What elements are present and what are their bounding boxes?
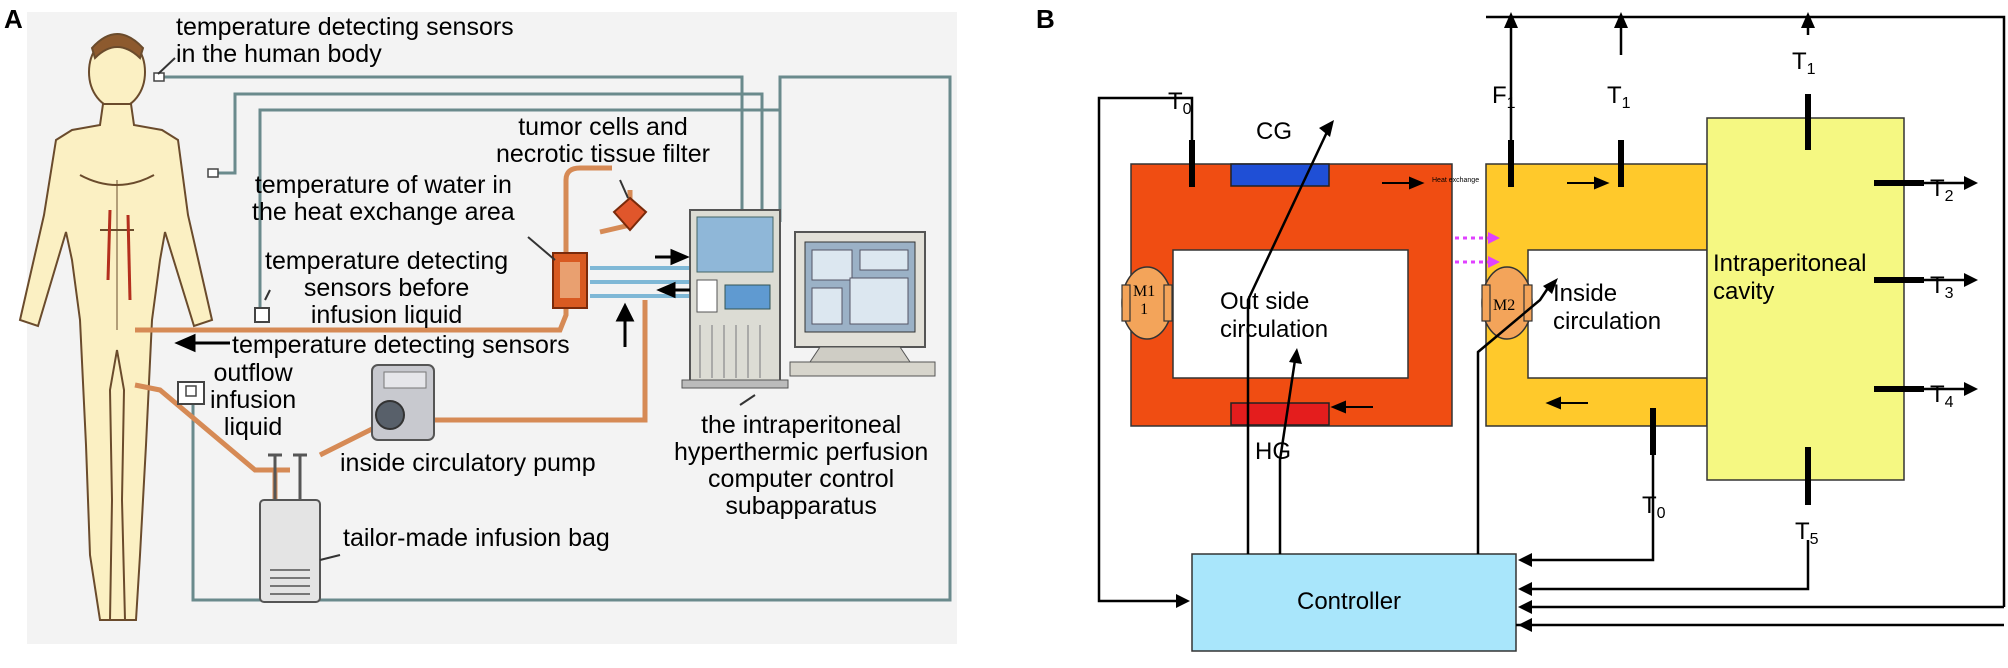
- label-sensors-body: temperature detecting sensors in the hum…: [176, 13, 514, 68]
- node-t5: T5: [1795, 518, 1819, 548]
- node-t1-mid: T1: [1607, 82, 1631, 112]
- cavity-label: Intraperitoneal cavity: [1713, 250, 1867, 305]
- label-tumor-filter: tumor cells and necrotic tissue filter: [496, 113, 710, 168]
- label-pump: inside circulatory pump: [340, 449, 596, 477]
- hg-label: HG: [1255, 438, 1291, 465]
- label-computer: the intraperitoneal hyperthermic perfusi…: [674, 411, 929, 520]
- cg-block: [1230, 163, 1330, 187]
- infusion-bag: [259, 499, 321, 603]
- node-t0-top: T0: [1168, 88, 1192, 118]
- m2-label: M2: [1493, 297, 1516, 314]
- node-t2: T2: [1930, 175, 1954, 205]
- node-t4: T4: [1930, 381, 1954, 411]
- label-sensors: temperature detecting sensors: [232, 331, 570, 359]
- outside-circulation-label: Out side circulation: [1220, 288, 1329, 343]
- keyboard: [789, 361, 936, 377]
- label-outflow: outflow infusion liquid: [210, 359, 297, 441]
- cg-label: CG: [1256, 118, 1292, 145]
- m1-label: M1 1: [1133, 283, 1156, 318]
- label-bag: tailor-made infusion bag: [343, 524, 610, 552]
- inside-circulation-label: Inside circulation: [1553, 280, 1662, 335]
- node-t3: T3: [1930, 272, 1954, 302]
- sensor-before-box: [254, 307, 270, 323]
- controller-label: Controller: [1297, 588, 1402, 615]
- panel-a-letter: A: [4, 4, 23, 34]
- heat-exchange-tiny-label: Heat exchange: [1432, 177, 1480, 184]
- intraperitoneal-cavity: [1706, 117, 1905, 481]
- label-water-temp: temperature of water in the heat exchang…: [252, 171, 515, 226]
- human-body: [18, 33, 214, 621]
- node-t0-bot: T0: [1642, 492, 1666, 522]
- label-sensors-before: temperature detecting sensors before inf…: [265, 247, 509, 329]
- panel-b-letter: B: [1036, 4, 1055, 34]
- outside-loop: [1130, 163, 1453, 427]
- sensor-chest: [207, 168, 219, 178]
- tumor-filter: [612, 196, 648, 232]
- hg-block: [1230, 402, 1330, 426]
- wire-outer-loop: [191, 75, 952, 602]
- node-f1: F1: [1492, 82, 1516, 112]
- wire-chest-sensor: [213, 92, 764, 222]
- controller-box: [1191, 553, 1517, 652]
- wire-body-sensor: [160, 75, 744, 222]
- node-t1-top: T1: [1792, 48, 1816, 78]
